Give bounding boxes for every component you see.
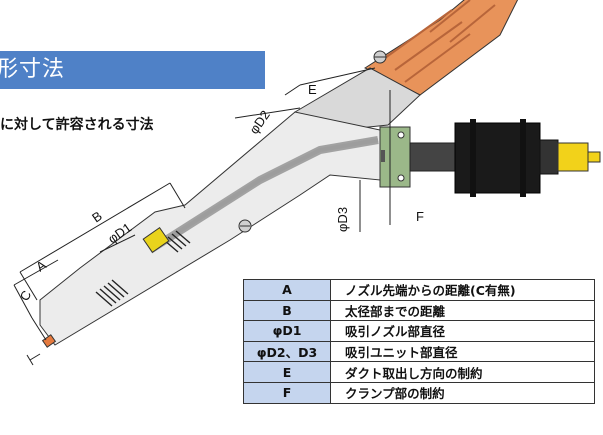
dim-label-f: F [416, 209, 424, 224]
legend-key: φD1 [243, 320, 331, 342]
legend-key: φD2、D3 [243, 340, 331, 363]
table-row: F クランプ部の制約 [243, 381, 595, 404]
nozzle-body [39, 111, 381, 348]
table-row: φD2、D3 吸引ユニット部直径 [243, 340, 595, 363]
legend-key: B [243, 299, 331, 322]
dim-label-e: E [308, 82, 317, 97]
dimension-lines [13, 67, 391, 366]
legend-desc: ノズル先端からの距離(C有無) [330, 279, 595, 301]
legend-desc: ダクト取出し方向の制約 [330, 361, 595, 383]
table-row: E ダクト取出し方向の制約 [243, 361, 595, 383]
section-title-banner: 形寸法 [0, 51, 265, 89]
legend-desc: 吸引ユニット部直径 [330, 340, 595, 363]
legend-key: E [243, 361, 331, 383]
table-row: φD1 吸引ノズル部直径 [243, 320, 595, 342]
torch-handle [409, 119, 601, 197]
legend-key: F [243, 381, 331, 404]
table-row: A ノズル先端からの距離(C有無) [243, 279, 595, 301]
legend-key: A [243, 279, 331, 301]
dim-label-a: A [33, 257, 49, 274]
legend-desc: クランプ部の制約 [330, 381, 595, 404]
section-subtitle: に対して許容される寸法 [0, 117, 154, 133]
clamp-block [379, 126, 411, 188]
table-row: B 太径部までの距離 [243, 299, 595, 322]
dimension-legend-table: A ノズル先端からの距離(C有無) B 太径部までの距離 φD1 吸引ノズル部直… [243, 279, 595, 404]
legend-desc: 吸引ノズル部直径 [330, 320, 595, 342]
suction-hose [363, 0, 519, 96]
dim-label-d2: φD2 [246, 108, 273, 137]
legend-desc: 太径部までの距離 [330, 299, 595, 322]
dim-label-d3: φD3 [335, 207, 350, 232]
section-title: 形寸法 [0, 57, 66, 82]
